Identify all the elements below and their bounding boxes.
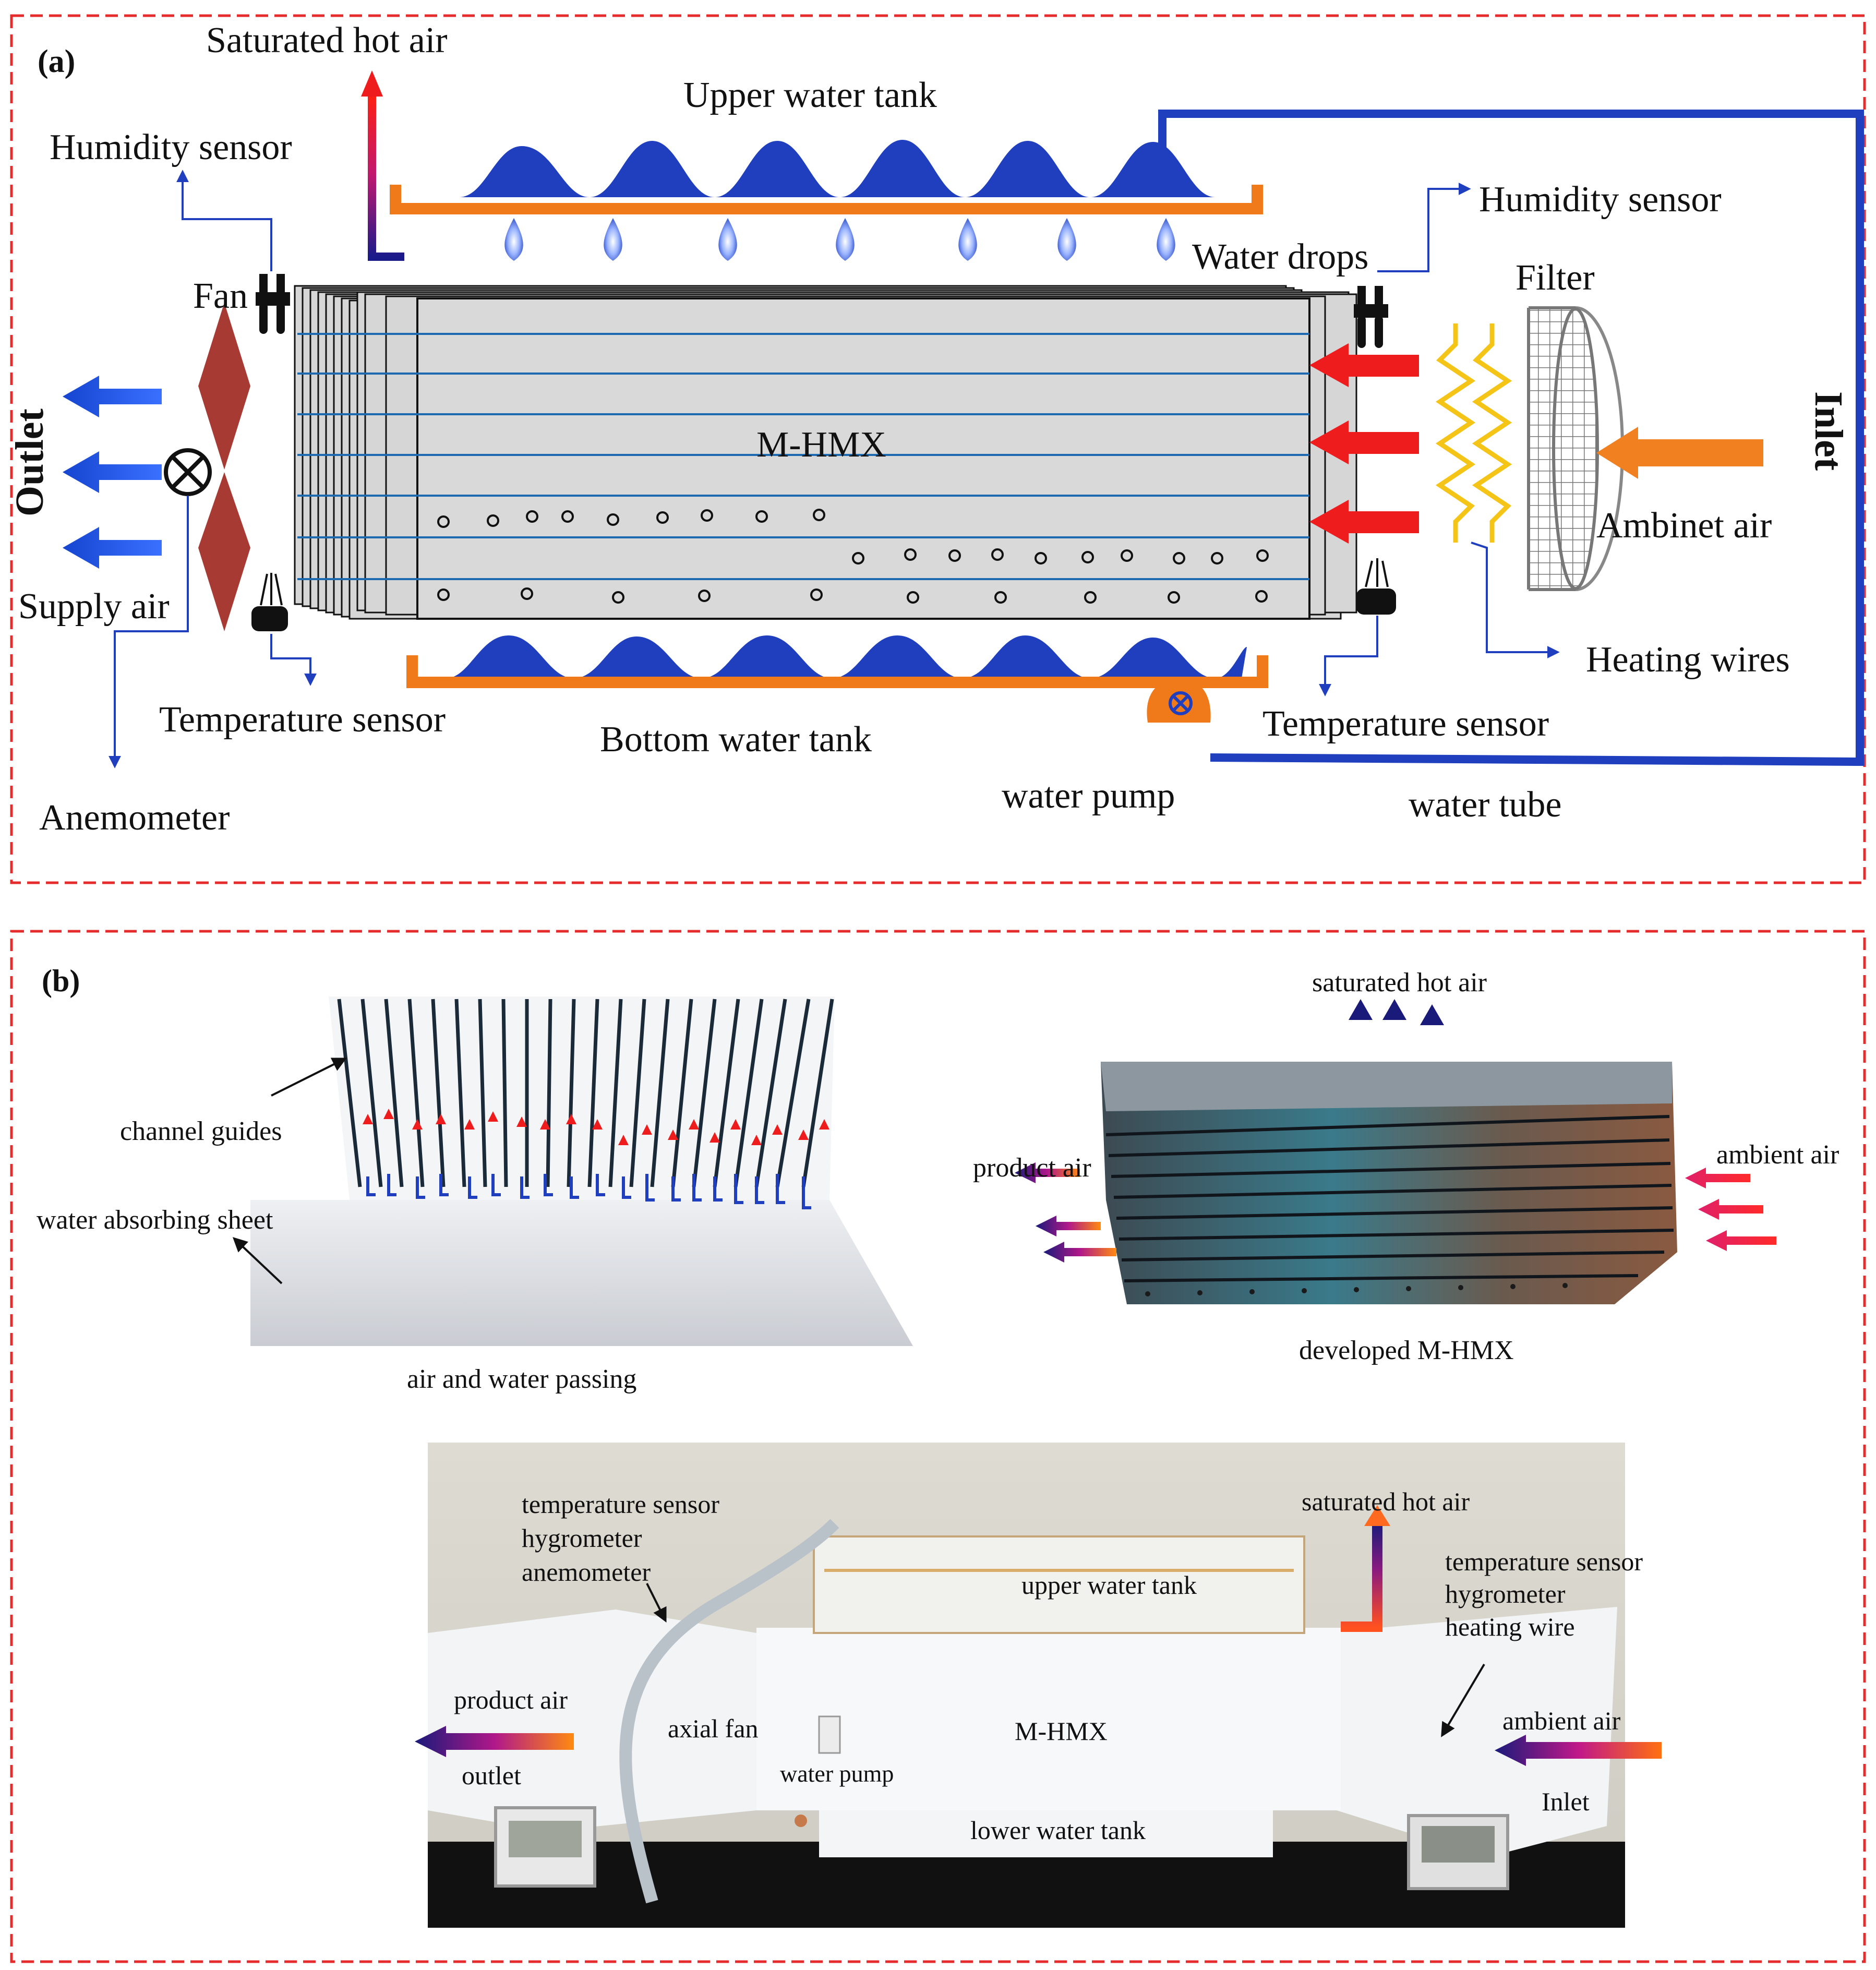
bottom-water-tank <box>406 635 1268 688</box>
product-air-right-arrows <box>1015 1162 1116 1263</box>
bottom-water-tank-label: Bottom water tank <box>600 719 872 760</box>
water-absorbing-sheet-label: water absorbing sheet <box>37 1205 273 1235</box>
heating-wire-2-label: heating wire <box>1445 1612 1575 1641</box>
heated-air-arrows <box>1309 343 1419 544</box>
humidity-sensor-right-icon <box>1354 286 1388 348</box>
ambient-air-bottom-arrow <box>1495 1735 1662 1766</box>
lower-water-tank-label: lower water tank <box>970 1816 1146 1845</box>
upper-water-tank <box>390 140 1263 214</box>
outlet-b-label: outlet <box>462 1761 521 1790</box>
ambient-air-arrow <box>1596 427 1763 479</box>
saturated-hot-air-arrow <box>361 70 404 261</box>
mhmx-core <box>294 285 1357 620</box>
inlet-b-label: Inlet <box>1542 1787 1590 1816</box>
upper-water-tank-label: Upper water tank <box>683 75 937 115</box>
temperature-sensor-left-icon <box>251 573 288 631</box>
water-pump-label: water pump <box>1002 776 1175 816</box>
heating-wires-label: Heating wires <box>1586 640 1790 680</box>
fan-icon <box>164 303 250 631</box>
sensor-pointer-right <box>1441 1663 1485 1737</box>
panel-a-frame <box>10 14 1866 884</box>
water-pump-icon <box>1147 678 1211 723</box>
humidity-sensor-right-label: Humidity sensor <box>1479 179 1722 220</box>
panel-a-tag: (a) <box>38 44 75 79</box>
inlet-label: Inlet <box>1807 391 1850 471</box>
mhmx-label: M-HMX <box>756 425 886 465</box>
developed-mhmx-photo <box>1101 1062 1677 1304</box>
water-drops <box>504 218 1175 261</box>
panel-b-frame <box>10 930 1866 1963</box>
anemometer-1-label: anemometer <box>522 1557 651 1587</box>
channel-guides-pointer <box>271 1058 347 1097</box>
water-pump-b-label: water pump <box>780 1760 894 1787</box>
outlet-arrows <box>63 376 162 569</box>
humidity-sensor-left-icon <box>256 274 290 334</box>
ambient-air-right-label: ambient air <box>1716 1140 1839 1170</box>
ambient-air-bottom-label: ambient air <box>1502 1706 1621 1735</box>
humidity-sensor-right-connector <box>1377 183 1471 272</box>
ambient-air-right-arrows <box>1685 1168 1776 1251</box>
saturated-hot-air-label: Saturated hot air <box>206 20 448 61</box>
temp-sensor-2-label: temperature sensor <box>1445 1547 1643 1576</box>
channel-guides-label: channel guides <box>120 1116 282 1146</box>
panel-b: (b) <box>10 930 1866 1963</box>
fan-label: Fan <box>193 276 248 316</box>
hygrometer-1-label: hygrometer <box>522 1523 642 1553</box>
product-air-bottom-label: product air <box>454 1685 568 1714</box>
mhmx-b-label: M-HMX <box>1015 1716 1108 1746</box>
filter-label: Filter <box>1516 258 1595 298</box>
saturated-hot-air-bottom-arrow <box>1341 1505 1390 1632</box>
ambient-air-label: Ambinet air <box>1596 506 1772 546</box>
heating-wires-connector <box>1471 542 1560 658</box>
hygrometer-2-label: hygrometer <box>1445 1579 1566 1608</box>
heating-wires-icon <box>1435 323 1512 543</box>
developed-mhmx-label: developed M-HMX <box>1299 1336 1514 1365</box>
supply-air-label: Supply air <box>18 586 170 627</box>
saturated-hot-air-top-label: saturated hot air <box>1312 968 1487 998</box>
product-air-right-label: product air <box>973 1153 1091 1183</box>
saturated-hot-air-top-arrows <box>1349 999 1444 1059</box>
water-tube-label: water tube <box>1409 785 1561 825</box>
temperature-sensor-left-connector <box>270 634 317 686</box>
humidity-sensor-left-label: Humidity sensor <box>50 127 292 167</box>
air-and-water-passing-label: air and water passing <box>407 1364 636 1394</box>
product-air-bottom-arrow <box>415 1726 574 1757</box>
anemometer-connector <box>109 496 189 768</box>
panel-b-tag: (b) <box>42 964 80 998</box>
water-drops-label: Water drops <box>1192 237 1368 277</box>
axial-fan-label: axial fan <box>668 1714 759 1743</box>
anemometer-label: Anemometer <box>39 798 230 838</box>
humidity-sensor-left-connector <box>176 170 272 271</box>
filter-icon <box>1527 306 1624 591</box>
temperature-sensor-right-connector <box>1319 616 1378 696</box>
panel-a: (a) Upper water tank Saturated hot air W… <box>8 14 1866 884</box>
temp-sensor-1-label: temperature sensor <box>522 1489 719 1519</box>
temperature-sensor-right-label: Temperature sensor <box>1262 704 1549 744</box>
water-tube <box>1158 110 1864 766</box>
channel-guides-photo <box>250 996 913 1346</box>
temperature-sensor-left-label: Temperature sensor <box>159 700 446 740</box>
upper-water-tank-b-label: upper water tank <box>1021 1570 1197 1600</box>
saturated-hot-air-bottom-label: saturated hot air <box>1302 1487 1470 1516</box>
sensor-pointer-left <box>646 1583 667 1623</box>
temperature-sensor-right-icon <box>1356 558 1396 615</box>
outlet-label: Outlet <box>8 409 52 516</box>
experimental-rig-photo <box>428 1443 1625 1928</box>
water-absorbing-sheet-pointer <box>232 1237 283 1284</box>
